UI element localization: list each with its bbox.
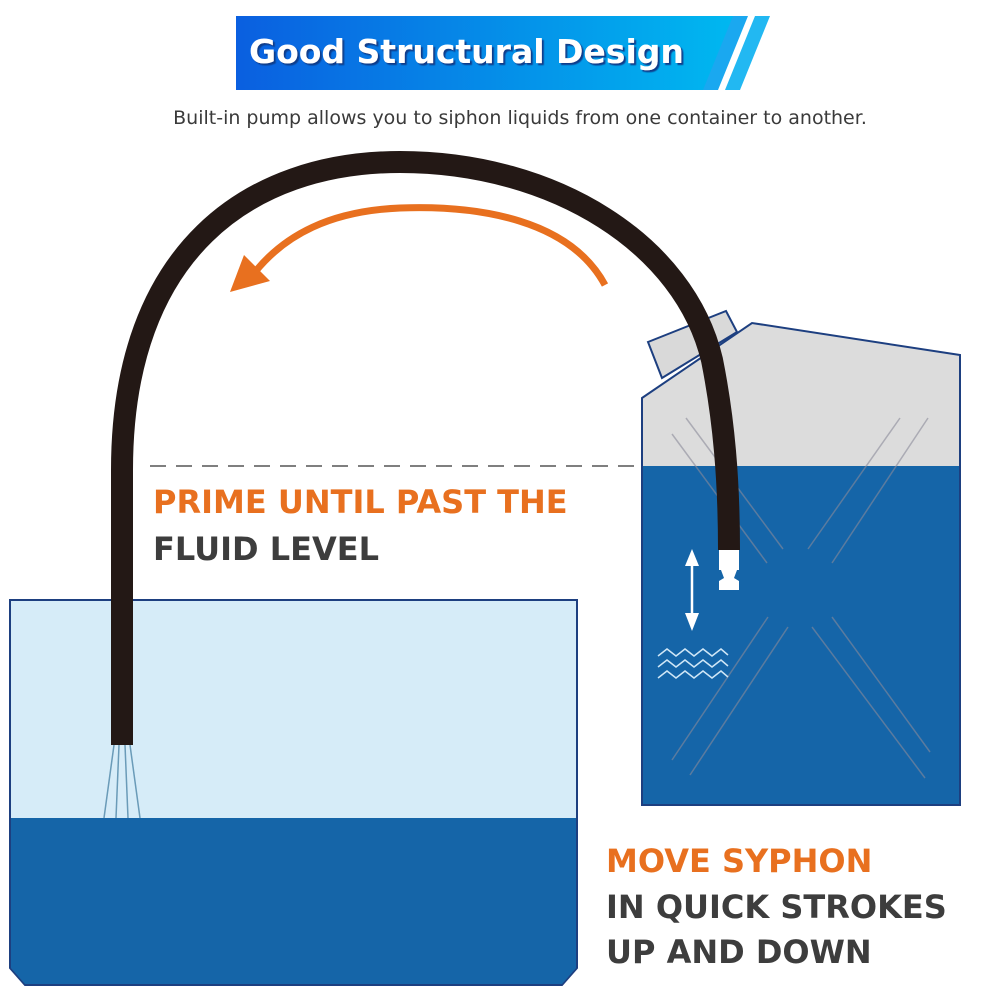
hose-nozzle	[719, 550, 739, 590]
move-label-line1: MOVE SYPHON	[606, 842, 872, 880]
prime-label-line1: PRIME UNTIL PAST THE	[153, 483, 568, 521]
subtitle: Built-in pump allows you to siphon liqui…	[173, 107, 867, 129]
destination-tank	[9, 599, 578, 986]
move-label-line2: IN QUICK STROKES	[606, 888, 947, 926]
flow-direction-arrow-icon	[230, 204, 609, 292]
siphon-hose	[111, 150, 740, 745]
prime-label-line2: FLUID LEVEL	[153, 530, 379, 568]
move-label-line3: UP AND DOWN	[606, 933, 872, 971]
source-container	[641, 309, 961, 806]
waves-icon	[657, 648, 729, 679]
spray-lines	[103, 744, 141, 819]
up-down-arrow-icon	[685, 549, 699, 631]
page-title: Good Structural Design	[249, 32, 684, 71]
title-banner: Good Structural Design	[236, 16, 770, 90]
